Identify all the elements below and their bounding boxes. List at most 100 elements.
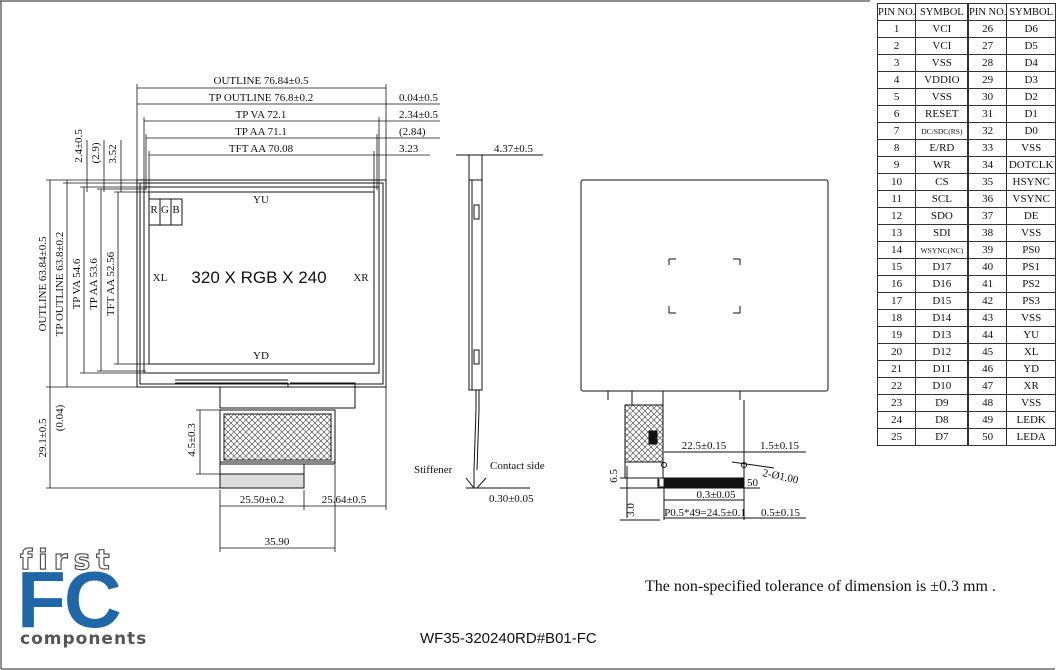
pin-symbol: DOTCLK xyxy=(1006,156,1056,174)
label-r: R xyxy=(150,204,158,216)
pin-symbol: WR xyxy=(915,156,969,174)
pin-symbol: WSYNC(NC) xyxy=(915,241,969,259)
pin-symbol: D12 xyxy=(915,343,969,361)
pin-symbol: D7 xyxy=(915,428,969,446)
pin-symbol: RESET xyxy=(915,105,969,123)
pin-number: 22 xyxy=(876,377,917,395)
side-view xyxy=(456,154,543,489)
pin1-label: 1 xyxy=(656,477,662,489)
pin-number: 12 xyxy=(876,207,917,225)
pin50-label: 50 xyxy=(747,477,759,489)
dim-r2: 2.34±0.5 xyxy=(399,109,439,121)
dim-side-fpc: 0.30±0.05 xyxy=(489,493,534,505)
pin-symbol: VSS xyxy=(915,88,969,106)
pin-symbol: D17 xyxy=(915,258,969,276)
pin-symbol: VSS xyxy=(1006,139,1056,157)
pin-number: 18 xyxy=(876,309,917,327)
pin-number: 6 xyxy=(876,105,917,123)
pin-number: 11 xyxy=(876,190,917,208)
pin-symbol: VSS xyxy=(915,54,969,72)
label-contact-side: Contact side xyxy=(490,460,545,472)
label-stiffener: Stiffener xyxy=(414,464,453,476)
pin-symbol: YU xyxy=(1006,326,1056,344)
pin-number: 1 xyxy=(876,20,917,38)
label-xl: XL xyxy=(153,272,168,284)
pin-symbol: PS1 xyxy=(1006,258,1056,276)
pin-number: 36 xyxy=(967,190,1008,208)
dim-v-tft-aa: TFT AA 52.56 xyxy=(105,251,117,316)
pin-symbol: D2 xyxy=(1006,88,1056,106)
dim-back-b: 1.5±0.15 xyxy=(760,440,800,452)
pin-symbol: D8 xyxy=(915,411,969,429)
pin-symbol: HSYNC xyxy=(1006,173,1056,191)
logo-fc: FC xyxy=(17,555,122,644)
pin-number: 40 xyxy=(967,258,1008,276)
pin-symbol: SDO xyxy=(915,207,969,225)
dim-back-f: 0.3±0.05 xyxy=(696,489,736,501)
pin-number: 50 xyxy=(967,428,1008,446)
dim-bot-b: (0.04) xyxy=(54,404,66,431)
pin-number: 14 xyxy=(876,241,917,259)
symbol-header: SYMBOL xyxy=(1006,3,1056,21)
dim-top-a: 2.4±0.5 xyxy=(73,129,85,163)
label-b: B xyxy=(172,204,179,216)
tolerance-note: The non-specified tolerance of dimension… xyxy=(645,578,996,595)
pin-number: 34 xyxy=(967,156,1008,174)
dim-tp-va: TP VA 72.1 xyxy=(236,109,287,121)
dim-back-a: 22.5±0.15 xyxy=(682,440,727,452)
front-v-dims xyxy=(46,140,387,552)
pin-symbol: D6 xyxy=(1006,20,1056,38)
pin-symbol: LEDA xyxy=(1006,428,1056,446)
dim-fpc-w2: 25.64±0.5 xyxy=(322,494,367,506)
pin-number: 19 xyxy=(876,326,917,344)
pin-symbol: D16 xyxy=(915,275,969,293)
label-g: G xyxy=(161,204,169,216)
label-xr: XR xyxy=(353,272,369,284)
pin-number: 3 xyxy=(876,54,917,72)
pin-symbol: DE xyxy=(1006,207,1056,225)
pin-number: 29 xyxy=(967,71,1008,89)
logo-components: components xyxy=(20,629,148,649)
pin-symbol: VSS xyxy=(1006,224,1056,242)
pin-symbol: D1 xyxy=(1006,105,1056,123)
dim-tft-aa: TFT AA 70.08 xyxy=(229,143,294,155)
pin-symbol: D4 xyxy=(1006,54,1056,72)
pin-number: 4 xyxy=(876,71,917,89)
pin-symbol: D0 xyxy=(1006,122,1056,140)
pin-symbol: E/RD xyxy=(915,139,969,157)
dim-r4: 3.23 xyxy=(399,143,419,155)
pin-symbol: PS2 xyxy=(1006,275,1056,293)
pin-symbol: PS3 xyxy=(1006,292,1056,310)
pin-number: 33 xyxy=(967,139,1008,157)
dim-fpc-h: 4.5±0.3 xyxy=(186,423,198,457)
dim-v-outline: OUTLINE 63.84±0.5 xyxy=(37,236,49,331)
